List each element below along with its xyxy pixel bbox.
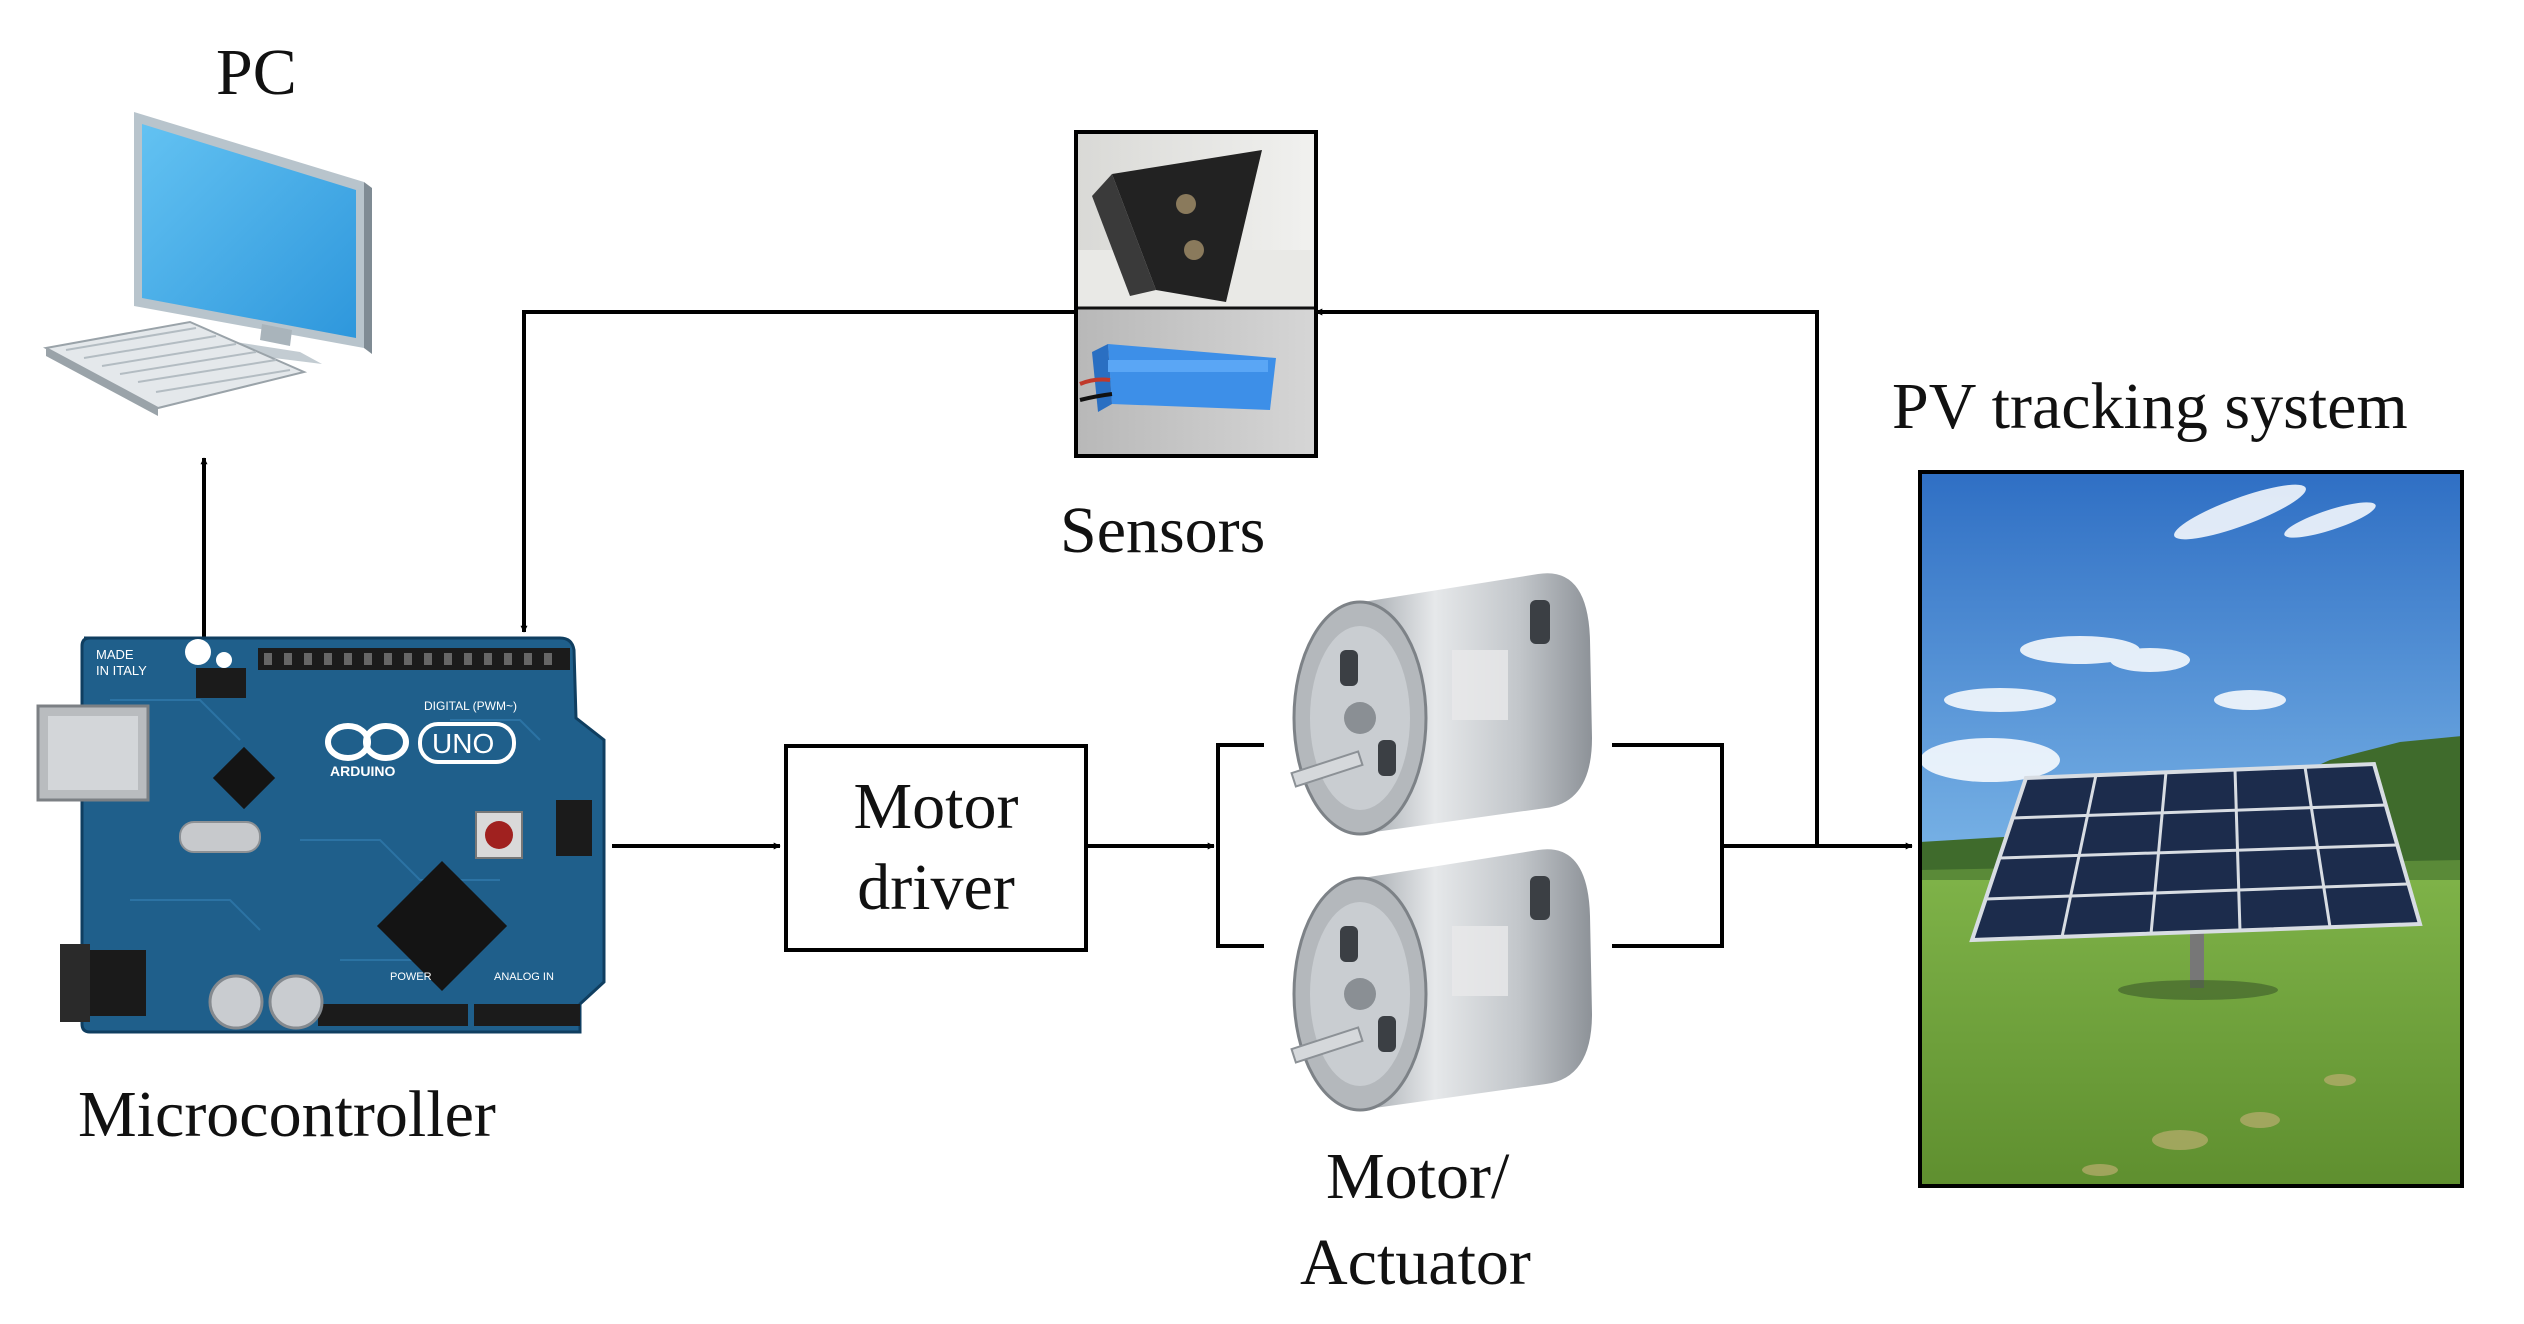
microcontroller-label: Microcontroller bbox=[78, 1078, 496, 1151]
motor-top bbox=[1290, 573, 1592, 836]
motor-bracket-right bbox=[1612, 743, 1724, 948]
board-made-in-italy-line2: IN ITALY bbox=[96, 663, 147, 678]
board-brand-label: ARDUINO bbox=[330, 763, 396, 779]
board-power-label: POWER bbox=[390, 971, 432, 983]
motor-bracket-left bbox=[1216, 743, 1264, 948]
light-sensor-photo bbox=[1074, 130, 1318, 458]
pc-label: PC bbox=[216, 36, 297, 109]
motor-actuator-label-line2: Actuator bbox=[1300, 1226, 1531, 1299]
connectors bbox=[200, 308, 1913, 948]
board-made-in-italy-line1: MADE bbox=[96, 647, 134, 662]
sensors-label: Sensors bbox=[1060, 494, 1266, 567]
pv-tracking-system-label: PV tracking system bbox=[1892, 370, 2408, 443]
motor-driver-label: Motor driver bbox=[786, 746, 1086, 950]
sensors-to-microcontroller-line bbox=[520, 310, 1076, 633]
motor-driver-box bbox=[784, 744, 1088, 952]
motor-bottom bbox=[1290, 849, 1592, 1112]
solar-tracker-photo bbox=[1918, 470, 2464, 1188]
motor-driver-line1: Motor bbox=[853, 770, 1019, 844]
board-digital-label: DIGITAL (PWM~) bbox=[424, 699, 517, 713]
desktop-computer-icon bbox=[42, 112, 372, 416]
board-model-label: UNO bbox=[432, 728, 495, 759]
feedback-line-pv-to-sensors bbox=[1315, 308, 1819, 846]
dc-motor-icon bbox=[1290, 573, 1592, 1112]
motor-driver-line2: driver bbox=[857, 851, 1015, 924]
arduino-board-icon bbox=[36, 636, 606, 1034]
board-analog-label: ANALOG IN bbox=[494, 971, 554, 983]
motor-actuator-label-line1: Motor/ bbox=[1326, 1140, 1510, 1213]
